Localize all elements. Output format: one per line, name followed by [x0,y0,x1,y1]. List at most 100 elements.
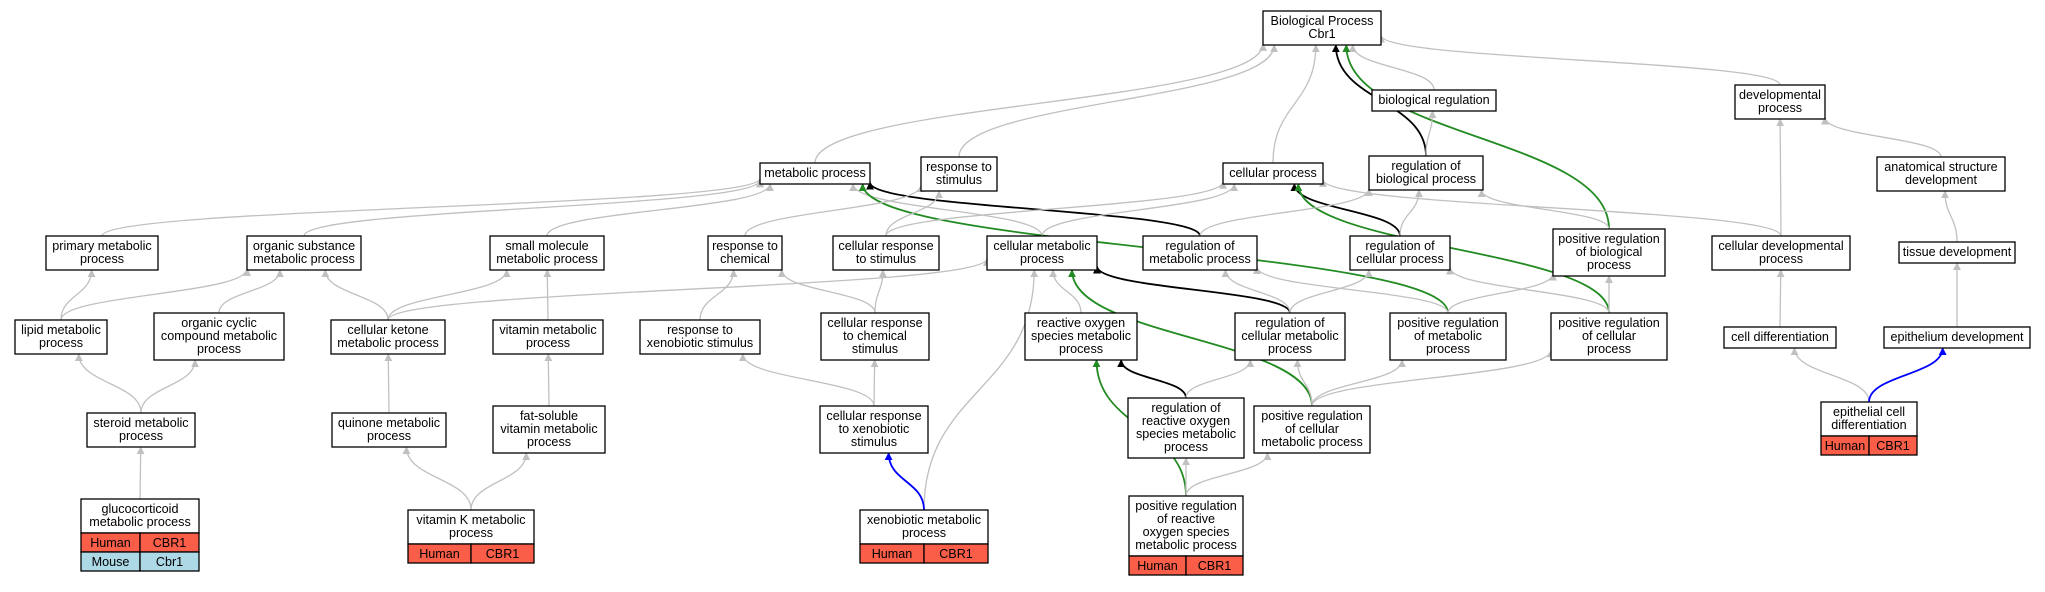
node-label-line: quinone metabolic [338,416,440,430]
node-label-line: stimulus [936,173,982,187]
node-label-line: regulation of [1151,401,1221,415]
node-box [832,235,940,271]
node-label-line: reactive oxygen [1037,316,1125,330]
go-term-node[interactable]: cellular process [1222,162,1324,185]
node-box [14,319,108,355]
edge-is-a [1776,269,1785,328]
node-label-line: chemical [720,252,770,266]
node-label-line: Biological Process [1271,14,1374,28]
gene-label: CBR1 [1198,559,1232,573]
node-label-line: response to [667,323,733,337]
node-label-line: differentiation [1831,418,1906,432]
gene-label: CBR1 [1876,439,1910,453]
node-box [331,412,447,448]
node-box [1262,10,1382,46]
go-term-node[interactable]: epithelium development [1883,326,2031,349]
node-label-line: cellular process [1356,252,1444,266]
node-box [1883,326,2031,349]
node-label-line: of reactive [1157,512,1215,526]
node-label-line: reactive oxygen [1142,414,1230,428]
node-label-line: metabolic process [496,252,598,266]
node-box [1349,235,1451,271]
node-box [1222,162,1324,185]
node-label-line: cellular developmental [1718,239,1843,253]
node-label-line: process [527,435,571,449]
edge-is-a [1311,359,1406,407]
edge-is-a [470,452,531,511]
node-box [492,319,604,355]
gene-cell [139,551,200,572]
go-term-node[interactable]: metabolic process [759,162,871,185]
node-label-line: metabolic process [89,515,191,529]
node-label-line: oxygen species [1143,525,1230,539]
node-box [1142,235,1258,271]
node-box [1234,312,1346,361]
go-term-node[interactable]: biological regulation [1371,89,1497,112]
node-label-line: to chemical [843,329,907,343]
gene-cell [923,543,989,564]
node-label-line: positive regulation [1558,316,1660,330]
node-label-line: species metabolic [1031,329,1131,343]
gene-cell [1185,555,1244,576]
edge-is-a [74,353,142,414]
node-box [1711,235,1851,271]
node-label-line: glucocorticoid [101,502,178,516]
go-term-node[interactable]: cell differentiation [1723,326,1837,349]
node-box [820,312,930,361]
node-label-line: xenobiotic stimulus [647,336,753,350]
node-label-line: cellular metabolic [1241,329,1338,343]
edge-is-a [1049,269,1082,314]
node-label-line: regulation of [1365,239,1435,253]
node-label-line: process [526,336,570,350]
node-label-line: cellular ketone [347,323,428,337]
edge-is-a [60,267,251,321]
node-label-line: to xenobiotic [839,422,910,436]
edge-regulates [1093,265,1291,314]
go-term-node[interactable]: tissue development [1898,241,2016,264]
node-label-line: positive regulation [1558,232,1660,246]
node-box [1253,405,1371,454]
node-box [492,405,606,454]
node-label-line: cell differentiation [1731,330,1829,344]
node-label-line: process [1587,258,1631,272]
gene-label: CBR1 [153,536,187,550]
node-label-line: response to [926,160,992,174]
